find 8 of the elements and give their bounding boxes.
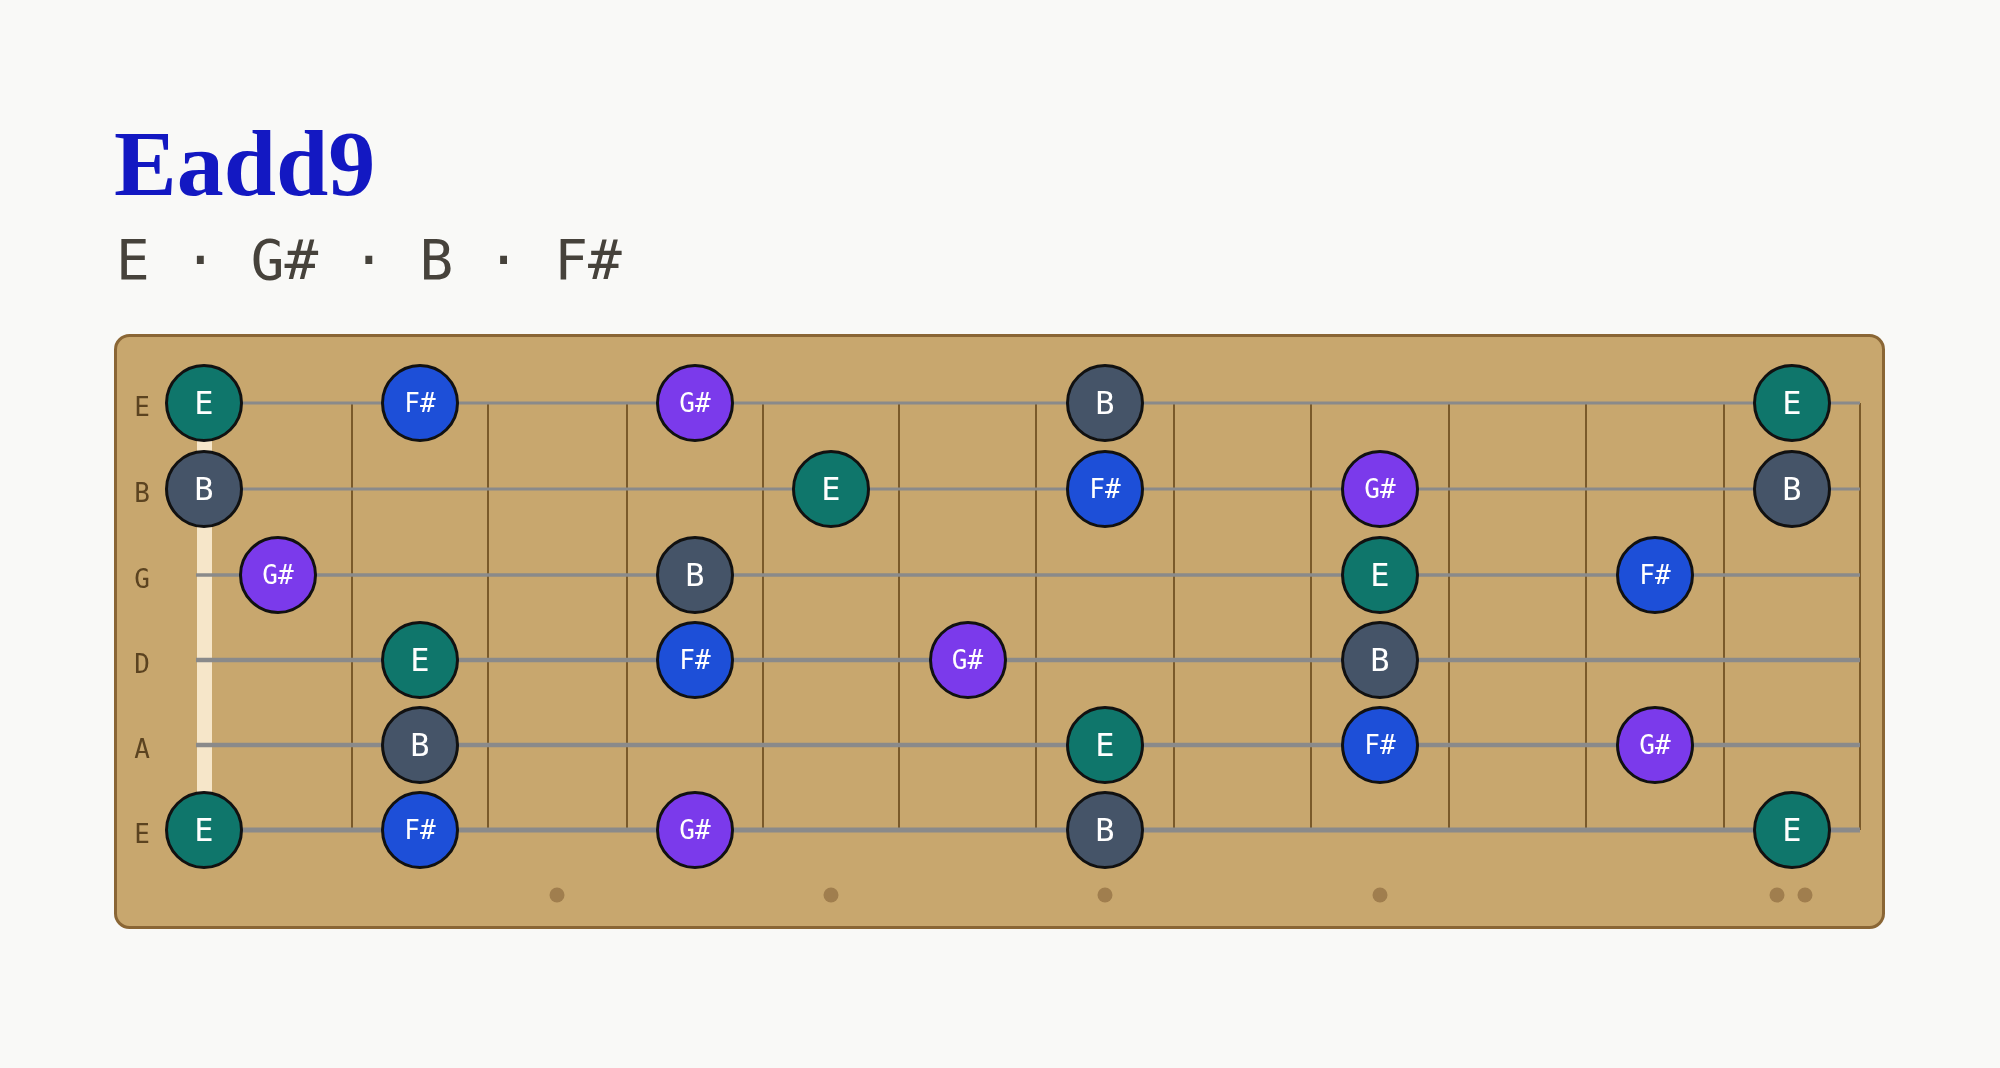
- chord-title: Eadd9: [114, 116, 376, 210]
- string-label: A: [133, 734, 151, 764]
- string-label: B: [133, 478, 151, 508]
- string-label: D: [133, 649, 151, 679]
- string-label: E: [133, 392, 151, 422]
- string-label: G: [133, 564, 151, 594]
- chord-notes: E · G# · B · F#: [116, 232, 622, 288]
- string-label: E: [133, 819, 151, 849]
